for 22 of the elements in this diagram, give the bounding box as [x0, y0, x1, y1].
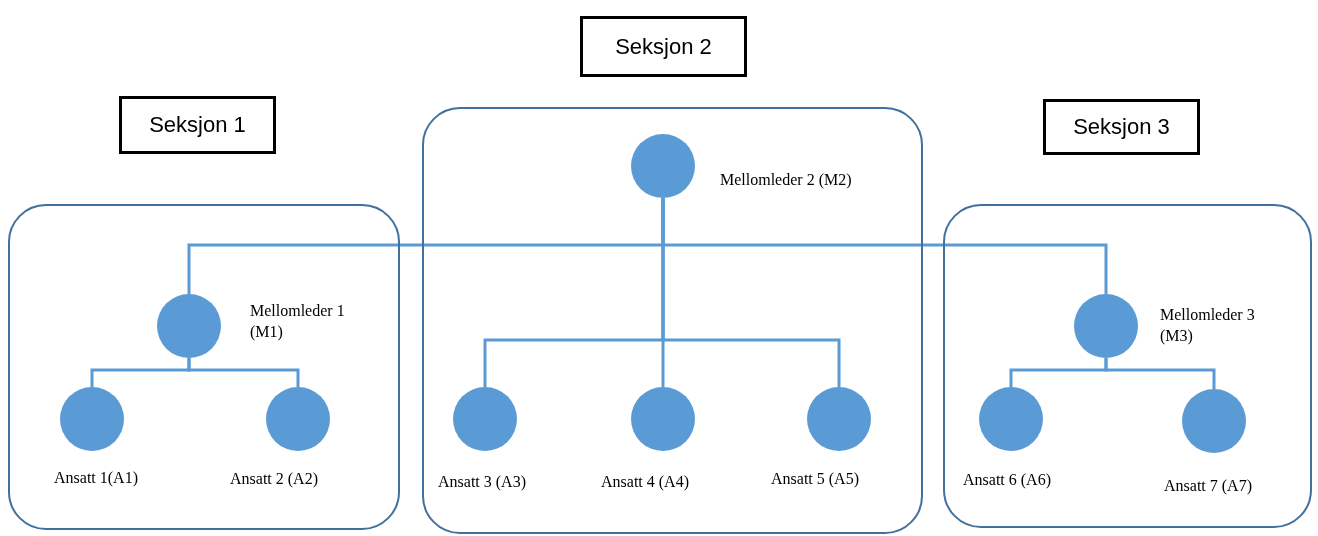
person-label: Ansatt 3 (A3) — [438, 473, 526, 491]
section-panel — [943, 204, 1312, 528]
connector-line — [1104, 358, 1216, 389]
section-title: Seksjon 2 — [615, 33, 712, 60]
connector-line — [187, 358, 300, 387]
person-label: Ansatt 6 (A6) — [963, 471, 1051, 489]
person-label: Mellomleder 2 (M2) — [720, 171, 852, 189]
section-title: Seksjon 3 — [1073, 114, 1170, 140]
person-label: Ansatt 4 (A4) — [601, 473, 689, 491]
person-label: Ansatt 1(A1) — [54, 469, 138, 487]
section-label-box — [580, 16, 747, 77]
section-panel — [8, 204, 400, 530]
section-title: Seksjon 1 — [149, 112, 246, 138]
section-label-box — [119, 96, 276, 154]
person-label: Ansatt 7 (A7) — [1164, 477, 1252, 495]
person-label: Ansatt 5 (A5) — [771, 470, 859, 488]
person-label: Ansatt 2 (A2) — [230, 470, 318, 488]
section-label-box — [1043, 99, 1200, 155]
connector-line — [661, 198, 841, 387]
section-panel — [422, 107, 923, 534]
person-label: Mellomleder 3 (M3) — [1160, 305, 1256, 346]
person-label: Mellomleder 1 (M1) — [250, 301, 346, 342]
